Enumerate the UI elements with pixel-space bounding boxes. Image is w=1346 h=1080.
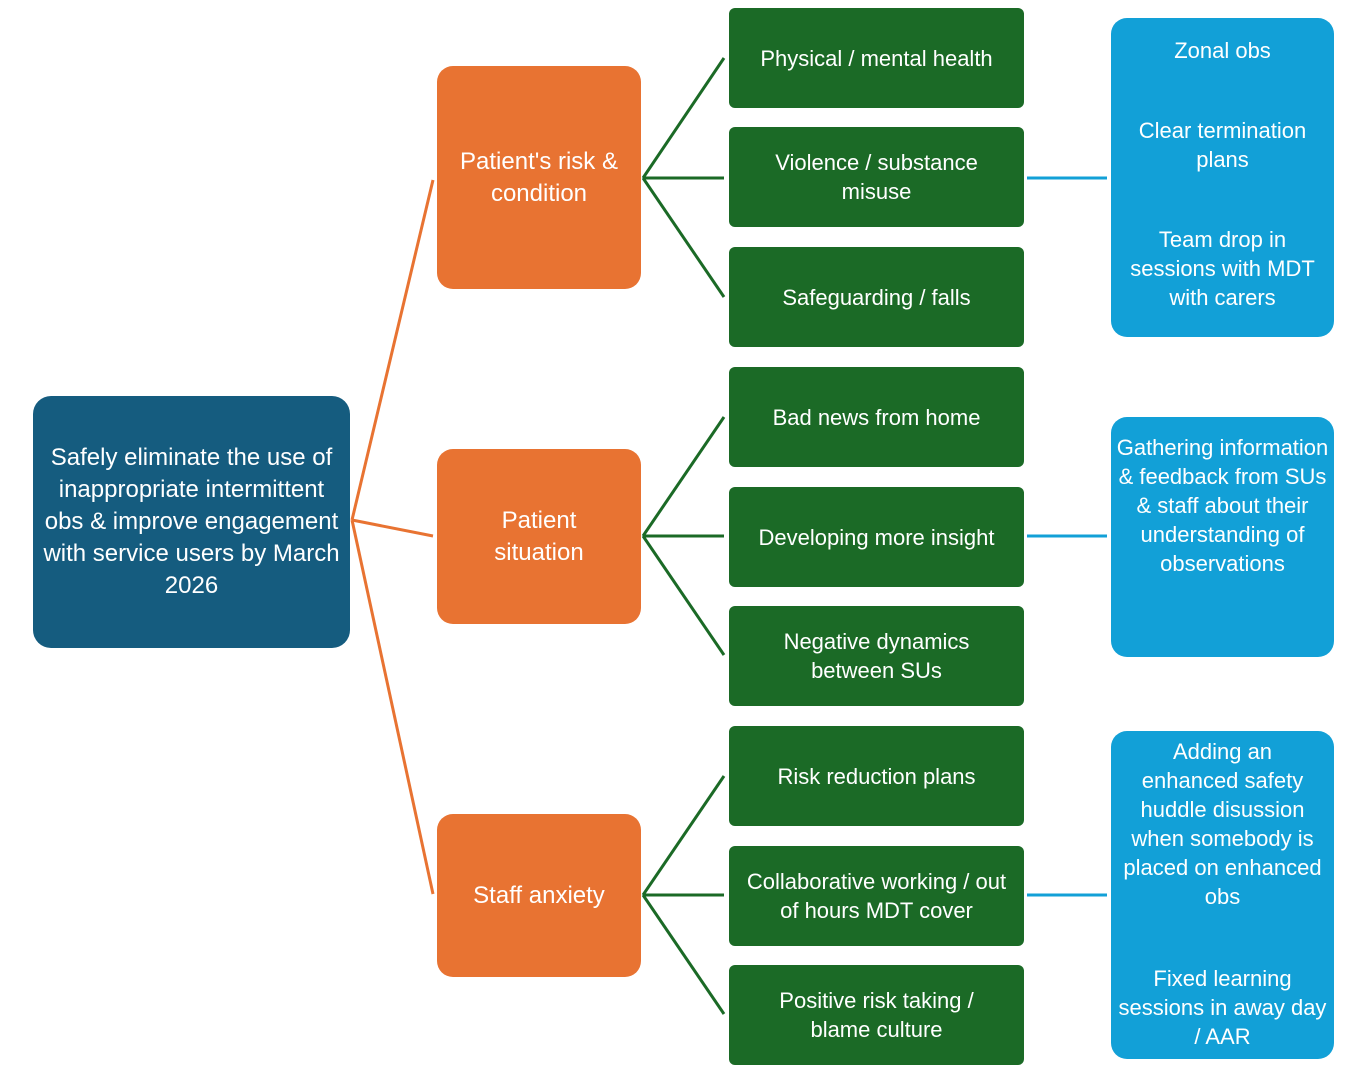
connector-driver1-factor1: [641, 57, 726, 179]
secondary-driver-label: Developing more insight: [758, 524, 995, 550]
secondary-driver-label: Bad news from home: [772, 404, 981, 430]
connector-goal-driver-1: [350, 179, 435, 521]
secondary-driver: Negative dynamics between SUs: [729, 606, 1024, 706]
secondary-driver: Developing more insight: [729, 487, 1024, 587]
secondary-driver-label: Collaborative working / out of hours MDT…: [746, 869, 1007, 923]
change-ideas-box: Gathering information & feedback from SU…: [1111, 417, 1334, 657]
secondary-driver-label: Physical / mental health: [760, 45, 993, 71]
connector-goal-driver-2: [351, 518, 434, 538]
connector-driver2-factor1: [641, 416, 726, 537]
connector-goal-driver-3: [350, 519, 435, 895]
secondary-driver-label: Violence / substance misuse: [775, 150, 978, 204]
change-idea: Adding an enhanced safety huddle disussi…: [1123, 739, 1322, 909]
connector-driver1-factor3: [641, 177, 726, 298]
change-ideas-box: Zonal obs Clear termination plans Team d…: [1111, 18, 1334, 337]
change-idea: Team drop in sessions with MDT with care…: [1130, 227, 1315, 310]
secondary-driver: Safeguarding / falls: [729, 247, 1024, 347]
secondary-driver-label: Positive risk taking / blame culture: [779, 988, 974, 1042]
secondary-driver: Risk reduction plans: [729, 726, 1024, 826]
change-ideas-box: Adding an enhanced safety huddle disussi…: [1111, 731, 1334, 1059]
connector-driver3-factor1: [641, 775, 726, 896]
primary-driver-label: Staff anxiety: [473, 881, 605, 909]
change-idea: Gathering information & feedback from SU…: [1116, 435, 1329, 576]
secondary-driver: Collaborative working / out of hours MDT…: [729, 846, 1024, 946]
primary-driver-patient-risk: Patient's risk & condition: [437, 66, 641, 289]
secondary-driver: Violence / substance misuse: [729, 127, 1024, 227]
primary-driver-label: Patient situation: [494, 506, 584, 566]
secondary-driver-label: Safeguarding / falls: [782, 284, 971, 310]
primary-driver-staff-anxiety: Staff anxiety: [437, 814, 641, 977]
secondary-driver-label: Risk reduction plans: [777, 763, 976, 789]
connector-driver3-factor3: [641, 894, 726, 1015]
secondary-driver: Physical / mental health: [729, 8, 1024, 108]
secondary-driver: Positive risk taking / blame culture: [729, 965, 1024, 1065]
aim-text: Safely eliminate the use of inappropriat…: [43, 444, 340, 599]
change-idea: Fixed learning sessions in away day / AA…: [1118, 966, 1327, 1049]
change-idea: Clear termination plans: [1138, 118, 1307, 172]
primary-driver-label: Patient's risk & condition: [460, 147, 618, 207]
aim-box: Safely eliminate the use of inappropriat…: [33, 396, 350, 648]
secondary-driver-label: Negative dynamics between SUs: [783, 629, 970, 683]
change-idea: Zonal obs: [1174, 38, 1271, 63]
secondary-driver: Bad news from home: [729, 367, 1024, 467]
primary-driver-patient-situation: Patient situation: [437, 449, 641, 624]
connector-driver2-factor3: [641, 535, 726, 656]
